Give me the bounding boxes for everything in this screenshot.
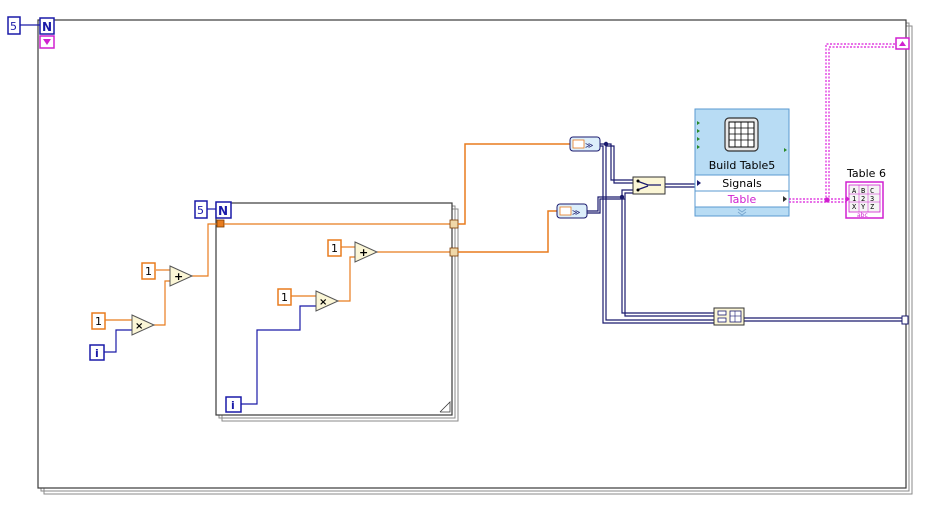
- table-indicator-label: Table 6: [846, 167, 886, 180]
- build-table-express-vi[interactable]: Build Table5 Signals Table: [694, 108, 790, 217]
- inner-mult-out-wire[interactable]: [338, 256, 355, 302]
- inner-loop-n-label: N: [218, 204, 228, 218]
- table-grid-icon: [724, 117, 759, 152]
- outer-add-symbol: +: [174, 270, 183, 283]
- svg-text:C: C: [870, 187, 874, 195]
- outer-multiply-function[interactable]: ×: [131, 314, 156, 336]
- outer-i-wire[interactable]: [104, 329, 132, 353]
- inner-output-tunnel-2[interactable]: [449, 247, 459, 257]
- inner-i-label: i: [231, 399, 235, 412]
- inner-loop-count-terminal[interactable]: N: [215, 201, 232, 219]
- inner-multiply-function[interactable]: ×: [315, 290, 340, 312]
- outer-mult-constant-value: 1: [95, 315, 102, 328]
- to-convert-1-wire[interactable]: [458, 143, 570, 225]
- inner-i-wire[interactable]: [241, 305, 316, 405]
- convert-to-dynamic-data-1[interactable]: ≫: [569, 136, 601, 152]
- dynamic-data-wires[interactable]: [587, 143, 902, 324]
- signals-input-label: Signals: [722, 177, 762, 190]
- inner-add-symbol: +: [359, 246, 368, 259]
- wire-junction-2: [619, 194, 625, 200]
- outer-output-tunnel-dynamic[interactable]: [901, 315, 909, 325]
- inner-mult-symbol: ×: [319, 297, 327, 308]
- inner-loop-input-tunnel[interactable]: [216, 219, 225, 228]
- outer-loop-n-label: N: [42, 20, 52, 34]
- outer-mult-out-wire[interactable]: [154, 280, 170, 326]
- outer-add-function[interactable]: +: [169, 265, 194, 287]
- inner-for-loop[interactable]: [215, 202, 459, 422]
- inner-iteration-terminal[interactable]: i: [225, 396, 242, 413]
- table-wire[interactable]: [789, 43, 896, 203]
- expand-chevron-icon[interactable]: [737, 208, 747, 216]
- outer-mult-symbol: ×: [135, 321, 143, 332]
- outer-for-loop[interactable]: [37, 19, 913, 495]
- inner-mult-constant[interactable]: 1: [277, 288, 292, 306]
- svg-text:≫: ≫: [585, 141, 593, 150]
- outer-i-label: i: [95, 347, 99, 360]
- outer-loop-count-constant[interactable]: 5: [7, 16, 21, 35]
- convert-to-dynamic-data-2[interactable]: ≫: [556, 203, 588, 219]
- svg-text:≫: ≫: [572, 208, 580, 217]
- table-output-label: Table: [727, 193, 757, 206]
- svg-text:B: B: [861, 187, 865, 195]
- svg-text:X: X: [852, 203, 857, 211]
- inner-loop-count-value: 5: [197, 204, 204, 217]
- svg-text:2: 2: [861, 195, 865, 203]
- outer-loop-count-terminal[interactable]: N: [39, 17, 55, 35]
- inner-add-constant[interactable]: 1: [327, 239, 342, 257]
- svg-text:abc: abc: [857, 212, 868, 219]
- inner-add-function[interactable]: +: [354, 241, 379, 263]
- outer-add-constant-value: 1: [145, 265, 152, 278]
- merge-signals-function[interactable]: [632, 176, 666, 195]
- table-wire-junction: [824, 197, 830, 203]
- inner-loop-count-constant[interactable]: 5: [194, 200, 208, 219]
- build-array-function[interactable]: [713, 307, 745, 326]
- outer-iteration-terminal[interactable]: i: [89, 344, 105, 361]
- svg-text:Z: Z: [870, 203, 874, 211]
- inner-add-constant-value: 1: [331, 242, 338, 255]
- inner-output-tunnel-1[interactable]: [449, 219, 459, 229]
- svg-text:3: 3: [870, 195, 874, 203]
- build-table-title: Build Table5: [709, 159, 776, 172]
- outer-loop-conditional-dropdown-icon[interactable]: [39, 35, 55, 49]
- inner-mult-constant-value: 1: [281, 291, 288, 304]
- wire-junction-1: [603, 141, 609, 147]
- outer-output-tunnel-table[interactable]: [895, 37, 910, 50]
- to-convert-2-wire[interactable]: [458, 210, 557, 253]
- outer-loop-count-value: 5: [10, 20, 17, 33]
- svg-text:Y: Y: [861, 203, 866, 211]
- svg-text:A: A: [852, 187, 857, 195]
- svg-text:1: 1: [852, 195, 856, 203]
- outer-mult-constant[interactable]: 1: [91, 312, 106, 330]
- outer-add-constant[interactable]: 1: [141, 262, 156, 280]
- outer-add-out-wire[interactable]: [192, 223, 219, 277]
